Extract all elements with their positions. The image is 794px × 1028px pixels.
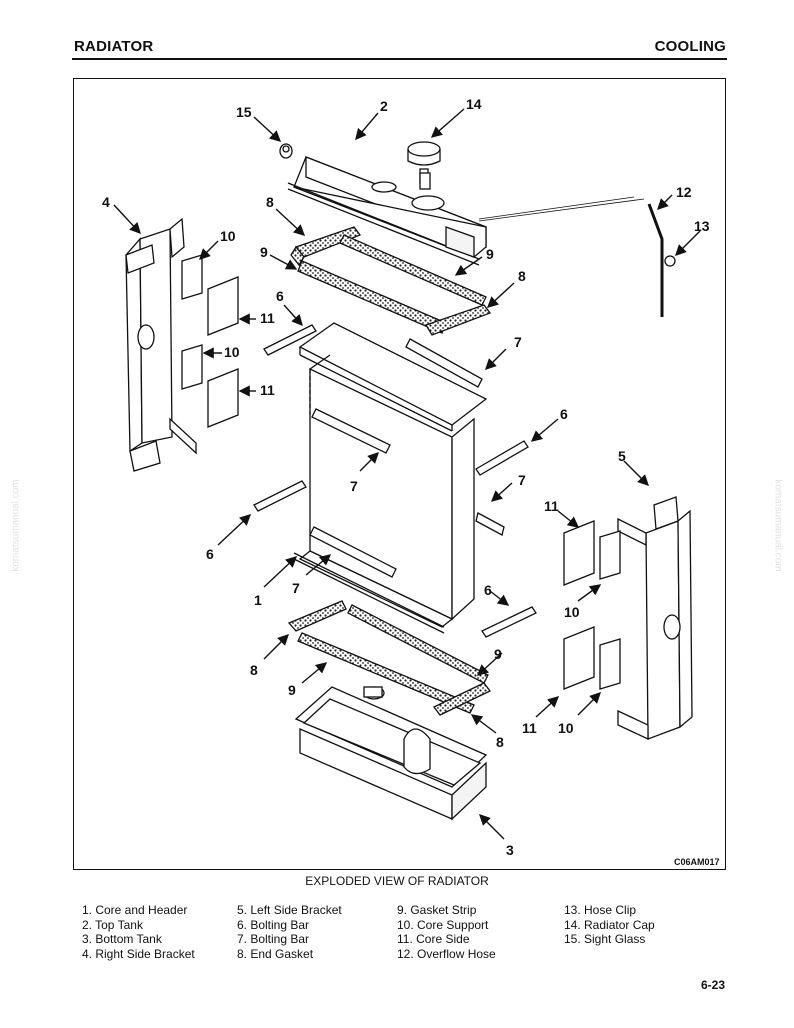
legend-item: 3. Bottom Tank (82, 932, 162, 946)
bottom-tank (294, 686, 488, 821)
callout-7b: 7 (350, 478, 358, 494)
upper-end-gasket-right (425, 304, 492, 336)
legend-item: 11. Core Side (397, 932, 470, 946)
core-supports-left (181, 254, 203, 390)
left-side-bracket-5 (617, 496, 693, 741)
exploded-view-figure: 15 2 14 12 13 4 10 11 10 11 8 9 9 8 6 7 … (73, 78, 726, 870)
legend-item: 13. Hose Clip (564, 903, 637, 917)
callout-7a: 7 (514, 334, 522, 350)
bolting-bars (253, 324, 537, 638)
legend-item: 14. Radiator Cap (564, 917, 655, 932)
callout-11c: 11 (544, 498, 559, 514)
callout-9c: 9 (288, 682, 296, 698)
callout-6a: 6 (276, 288, 284, 304)
callout-4: 4 (102, 194, 110, 210)
callout-9d: 9 (494, 646, 502, 662)
figure-caption: EXPLODED VIEW OF RADIATOR (305, 874, 489, 888)
legend-column-4: 13. Hose Clip 14. Radiator Cap 15. Sight… (564, 903, 655, 947)
lower-end-gasket-right (433, 682, 491, 716)
legend-item: 15. Sight Glass (564, 932, 646, 946)
callout-8c: 8 (250, 662, 258, 678)
upper-gasket-strip-2 (339, 234, 487, 306)
legend-column-3: 9. Gasket Strip 10. Core Support 11. Cor… (397, 903, 496, 961)
callout-11d: 11 (522, 720, 537, 736)
callout-7c: 7 (518, 472, 526, 488)
callout-3: 3 (506, 842, 514, 858)
legend-item: 5. Left Side Bracket (237, 903, 342, 917)
callout-10a: 10 (220, 228, 236, 244)
overflow-hose-12 (478, 196, 676, 317)
legend-item: 4. Right Side Bracket (82, 946, 195, 961)
upper-gasket-strip-1 (297, 260, 447, 334)
lower-end-gasket-left (287, 600, 347, 632)
callout-2: 2 (380, 98, 388, 114)
callout-10c: 10 (564, 604, 580, 620)
legend-item: 1. Core and Header (82, 903, 188, 917)
section-title: RADIATOR (74, 38, 154, 55)
legend-item: 6. Bolting Bar (237, 917, 310, 932)
radiator-drawing: 15 2 14 12 13 4 10 11 10 11 8 9 9 8 6 7 … (102, 96, 720, 867)
callout-9a: 9 (260, 244, 268, 260)
chapter-title: COOLING (654, 38, 726, 55)
legend-column-1: 1. Core and Header 2. Top Tank 3. Bottom… (82, 903, 195, 961)
callout-15: 15 (236, 104, 252, 120)
callout-arrows (113, 108, 701, 840)
legend-item: 12. Overflow Hose (397, 946, 496, 961)
core-sides-left (207, 276, 239, 428)
top-tank (279, 141, 487, 266)
legend-item: 8. End Gasket (237, 946, 314, 961)
right-side-bracket-4 (125, 217, 197, 472)
legend-item: 9. Gasket Strip (397, 903, 477, 917)
legend-item: 10. Core Support (397, 917, 489, 932)
core-sides-right (563, 520, 595, 690)
callout-11a: 11 (260, 310, 275, 326)
callout-10b: 10 (224, 344, 240, 360)
callout-5: 5 (618, 448, 626, 464)
callout-8d: 8 (496, 734, 504, 750)
callout-8b: 8 (518, 268, 526, 284)
page-number: 6-23 (700, 978, 725, 992)
lower-gasket-strip-1 (297, 632, 475, 714)
watermark-right: komatsumanual.com (772, 479, 784, 572)
callout-7d: 7 (292, 580, 300, 596)
callout-13: 13 (694, 218, 710, 234)
hose-clip-13 (664, 255, 676, 267)
callout-1: 1 (254, 592, 262, 608)
core-supports-right (599, 530, 621, 690)
callout-6d: 6 (484, 582, 492, 598)
header-rule (72, 58, 727, 60)
legend-item: 7. Bolting Bar (237, 932, 310, 946)
legend-column-2: 5. Left Side Bracket 6. Bolting Bar 7. B… (237, 903, 342, 961)
figure-code: C06AM017 (674, 857, 720, 867)
callout-9b: 9 (486, 246, 494, 262)
legend-item: 2. Top Tank (82, 917, 143, 932)
watermark-left: komatsumanual.com (10, 479, 22, 572)
callout-12: 12 (676, 184, 692, 200)
callout-14: 14 (466, 96, 482, 112)
sight-glass-15 (279, 143, 293, 159)
callout-10d: 10 (558, 720, 574, 736)
callout-8a: 8 (266, 194, 274, 210)
callout-11b: 11 (260, 382, 275, 398)
callout-6b: 6 (560, 406, 568, 422)
callout-6c: 6 (206, 546, 214, 562)
